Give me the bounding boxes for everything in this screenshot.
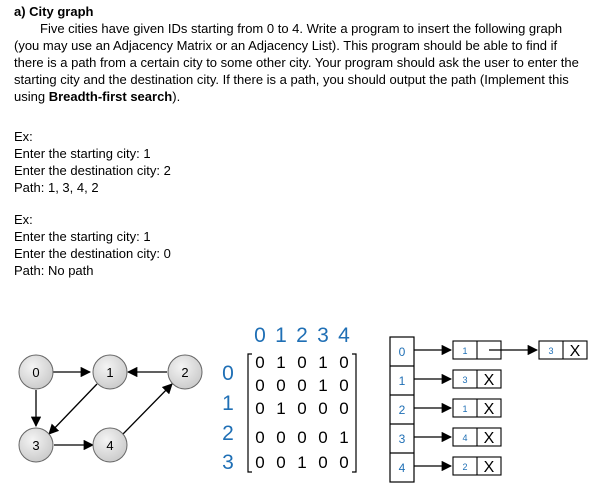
null-pointer-mark: X: [484, 430, 495, 447]
problem-description: Five cities have given IDs starting from…: [14, 20, 584, 105]
list-node-4: 2 X: [452, 456, 502, 476]
example-1: Ex: Enter the starting city: 1 Enter the…: [14, 128, 171, 196]
matrix-brackets: [247, 353, 357, 473]
null-pointer-mark: X: [484, 401, 495, 418]
matrix-cell: 0: [318, 453, 327, 472]
adjacency-head-arrows: [414, 344, 453, 472]
node-label: 2: [181, 365, 188, 380]
edge-1-3: [48, 383, 98, 435]
matrix-cell: 0: [318, 399, 327, 418]
matrix-cell: 0: [255, 428, 264, 447]
matrix-cell: 0: [276, 453, 285, 472]
list-node-value: 4: [462, 433, 467, 443]
list-head-label: 1: [399, 374, 406, 388]
node-label: 0: [32, 365, 39, 380]
matrix-cell: 0: [339, 399, 348, 418]
adjacency-head-array: 0 1 2 3 4: [389, 336, 415, 483]
matrix-row-header: 0: [222, 362, 234, 385]
matrix-cell: 0: [318, 428, 327, 447]
matrix-row-header: 3: [222, 451, 234, 474]
list-node-value: 2: [462, 462, 467, 472]
matrix-row-header: 2: [222, 422, 234, 445]
matrix-cell: 1: [276, 399, 285, 418]
matrix-col-header: 2: [296, 324, 308, 347]
list-node-value: 1: [462, 346, 467, 356]
list-head-label: 2: [399, 403, 406, 417]
matrix-cell: 0: [297, 353, 306, 372]
matrix-cell: 1: [318, 353, 327, 372]
matrix-cell: 0: [297, 428, 306, 447]
matrix-cell: 1: [297, 453, 306, 472]
list-node-1: 3 X: [452, 369, 502, 389]
edge-4-2: [122, 383, 173, 435]
graph-node-2: 2: [167, 354, 203, 390]
list-node-value: 3: [548, 346, 553, 356]
example-dest-line: Enter the destination city: 0: [14, 246, 171, 261]
graph-node-4: 4: [92, 427, 128, 463]
matrix-col-header: 0: [254, 324, 266, 347]
list-node-2: 1 X: [452, 398, 502, 418]
matrix-cell: 0: [297, 399, 306, 418]
graph-edges: [30, 366, 173, 451]
example-2: Ex: Enter the starting city: 1 Enter the…: [14, 211, 171, 279]
null-pointer-mark: X: [484, 459, 495, 476]
example-result-line: Path: 1, 3, 4, 2: [14, 180, 99, 195]
graph-node-1: 1: [92, 354, 128, 390]
graph-node-0: 0: [18, 354, 54, 390]
list-head-label: 0: [399, 345, 406, 359]
matrix-row-headers: 0 1 2 3: [222, 362, 234, 474]
null-pointer-mark: X: [570, 343, 581, 360]
matrix-cell: 1: [276, 353, 285, 372]
matrix-cell: 0: [255, 353, 264, 372]
matrix-col-header: 1: [275, 324, 287, 347]
matrix-cell: 0: [297, 376, 306, 395]
example-start-line: Enter the starting city: 1: [14, 146, 151, 161]
node-label: 4: [106, 438, 113, 453]
matrix-cell: 0: [255, 399, 264, 418]
list-node-3: 4 X: [452, 427, 502, 447]
node-label: 1: [106, 365, 113, 380]
matrix-column-headers: 0 1 2 3 4: [254, 324, 350, 347]
matrix-cell: 0: [276, 428, 285, 447]
matrix-cell: 0: [339, 376, 348, 395]
list-node-value: 3: [462, 375, 467, 385]
list-head-label: 3: [399, 432, 406, 446]
graph-node-3: 3: [18, 427, 54, 463]
matrix-cell: 1: [339, 428, 348, 447]
matrix-cell: 0: [339, 453, 348, 472]
null-pointer-mark: X: [484, 372, 495, 389]
matrix-cell: 0: [339, 353, 348, 372]
description-bold: Breadth-first search: [48, 89, 173, 104]
description-text: Five cities have given IDs starting from…: [14, 21, 579, 104]
example-label: Ex:: [14, 212, 33, 227]
description-tail: ).: [172, 89, 181, 104]
matrix-row-header: 1: [222, 392, 234, 415]
example-start-line: Enter the starting city: 1: [14, 229, 151, 244]
matrix-col-header: 3: [317, 324, 329, 347]
matrix-col-header: 4: [338, 324, 350, 347]
matrix-cell: 0: [255, 376, 264, 395]
matrix-cell: 0: [276, 376, 285, 395]
list-head-label: 4: [399, 461, 406, 475]
matrix-cells: 0 1 0 1 0 0 0 0 1 0 0 1 0 0 0 0 0 0 0 1 …: [255, 353, 348, 472]
example-result-line: Path: No path: [14, 263, 94, 278]
example-dest-line: Enter the destination city: 2: [14, 163, 171, 178]
list-node-value: 1: [462, 404, 467, 414]
matrix-cell: 0: [255, 453, 264, 472]
example-label: Ex:: [14, 129, 33, 144]
section-heading: a) City graph: [14, 4, 94, 19]
matrix-cell: 1: [318, 376, 327, 395]
node-label: 3: [32, 438, 39, 453]
list-node-0-3: 3 X: [538, 340, 588, 360]
